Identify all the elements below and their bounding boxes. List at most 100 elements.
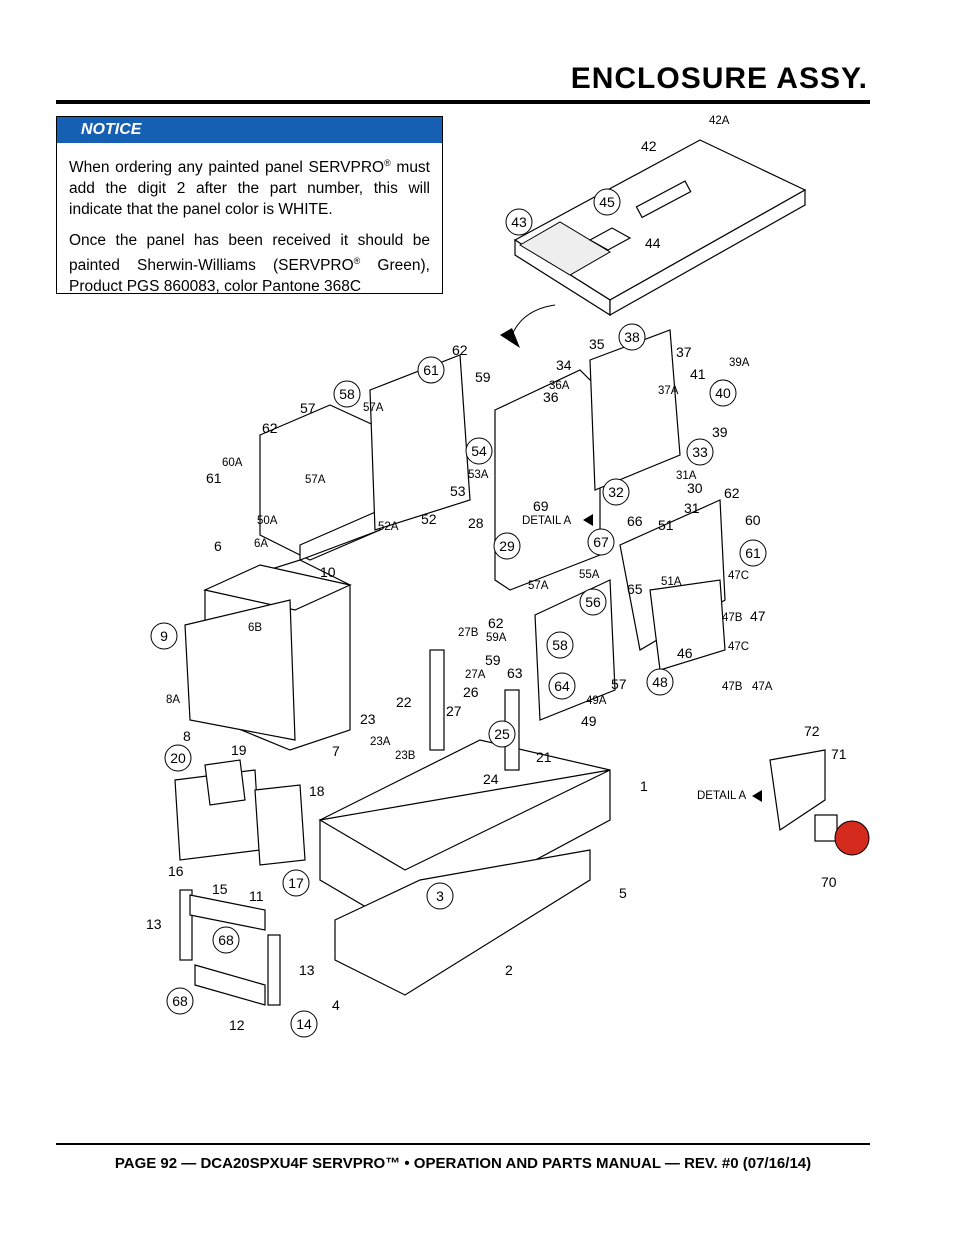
part-label: 60 <box>745 512 761 528</box>
callout-number: 33 <box>692 444 708 460</box>
notice-paragraph-1: When ordering any painted panel SERVPRO®… <box>69 158 430 219</box>
part-label: 62 <box>724 485 740 501</box>
callout-circle <box>646 668 674 696</box>
callout-number: 68 <box>218 932 234 948</box>
callout-circle <box>150 622 178 650</box>
part-label: 47B <box>722 612 743 624</box>
callout-circle <box>488 720 516 748</box>
callout-number: 68 <box>172 993 188 1009</box>
base-frame-part <box>318 649 611 996</box>
part-label: 53 <box>450 483 466 499</box>
callout-number: 14 <box>296 1016 312 1032</box>
top-cover-part <box>513 139 807 317</box>
part-label: 49 <box>581 713 597 729</box>
part-label: 23A <box>370 736 391 748</box>
callout-number: 64 <box>554 678 570 694</box>
part-label: 62 <box>488 615 504 631</box>
part-label: 53A <box>468 469 489 481</box>
part-label: 41 <box>690 366 706 382</box>
callout-circle <box>579 588 607 616</box>
part-label: 31 <box>684 500 700 516</box>
callout-circle <box>593 188 621 216</box>
callout-number: 56 <box>585 594 601 610</box>
part-label: 50A <box>257 515 278 527</box>
part-label: 51A <box>661 576 682 588</box>
part-label: 1 <box>640 778 648 794</box>
part-label: 59 <box>475 369 491 385</box>
callout-number: 32 <box>608 484 624 500</box>
part-label: 13 <box>146 916 162 932</box>
callout-circle <box>686 438 714 466</box>
part-label: 55A <box>579 569 600 581</box>
part-label: 16 <box>168 863 184 879</box>
part-label: 23 <box>360 711 376 727</box>
footer-rule <box>56 1143 870 1145</box>
part-label: 37A <box>658 385 679 397</box>
part-label: 37 <box>676 344 692 360</box>
page-footer: PAGE 92 — DCA20SPXU4F SERVPRO™ • OPERATI… <box>114 1155 812 1172</box>
callout-number: 58 <box>552 637 568 653</box>
part-label: 8A <box>166 694 180 706</box>
part-label: 47C <box>728 570 749 582</box>
callout-circle <box>618 323 646 351</box>
panel-parts <box>184 329 726 751</box>
part-label: 28 <box>468 515 484 531</box>
callout-number: 61 <box>423 362 439 378</box>
part-label: 10 <box>320 564 336 580</box>
part-label: 11 <box>249 888 264 904</box>
callout-number: 3 <box>436 888 444 904</box>
callout-circle <box>333 380 361 408</box>
part-label: 39A <box>729 357 750 369</box>
part-label: 27B <box>458 627 479 639</box>
left-side-parts <box>174 759 306 1006</box>
detail-a-label: DETAIL A <box>522 515 572 527</box>
part-label: 47A <box>752 681 773 693</box>
part-label: 13 <box>299 962 315 978</box>
part-label: 44 <box>645 235 661 251</box>
part-label: 21 <box>536 749 552 765</box>
part-label: 34 <box>556 357 572 373</box>
part-label: 30 <box>687 480 703 496</box>
part-label: 47 <box>750 608 766 624</box>
part-label: 69 <box>533 498 549 514</box>
part-label: 66 <box>627 513 643 529</box>
callout-number: 43 <box>511 214 527 230</box>
part-label: 57A <box>305 474 326 486</box>
part-label: 18 <box>309 783 325 799</box>
part-label: 6B <box>248 622 262 634</box>
part-label: 6 <box>214 538 222 554</box>
notice-heading: NOTICE <box>57 117 442 143</box>
callout-number: 29 <box>499 538 515 554</box>
callout-circle <box>164 744 192 772</box>
callout-circle <box>709 379 737 407</box>
header-rule <box>56 100 870 104</box>
part-label: 57 <box>611 676 627 692</box>
part-label: 5 <box>619 885 627 901</box>
part-label: 12 <box>229 1017 245 1033</box>
part-label: 59A <box>486 632 507 644</box>
part-label: 59 <box>485 652 501 668</box>
part-label: 70 <box>821 874 837 890</box>
part-label: 71 <box>831 746 847 762</box>
part-label: 60A <box>222 457 243 469</box>
part-label: 51 <box>658 517 674 533</box>
callout-circle <box>587 528 615 556</box>
callout-number: 25 <box>494 726 510 742</box>
callout-number: 20 <box>170 750 186 766</box>
part-label: 36 <box>543 389 559 405</box>
callout-circle <box>290 1010 318 1038</box>
part-label: 8 <box>183 728 191 744</box>
part-label: 42A <box>709 115 730 127</box>
callout-circle <box>505 208 533 236</box>
part-label: 36A <box>549 380 570 392</box>
part-label: 26 <box>463 684 479 700</box>
callout-circle <box>739 539 767 567</box>
callout-circle <box>493 532 521 560</box>
part-label: 27A <box>465 669 486 681</box>
part-label: 7 <box>332 743 340 759</box>
callout-number: 54 <box>471 443 487 459</box>
callout-circle <box>546 631 574 659</box>
